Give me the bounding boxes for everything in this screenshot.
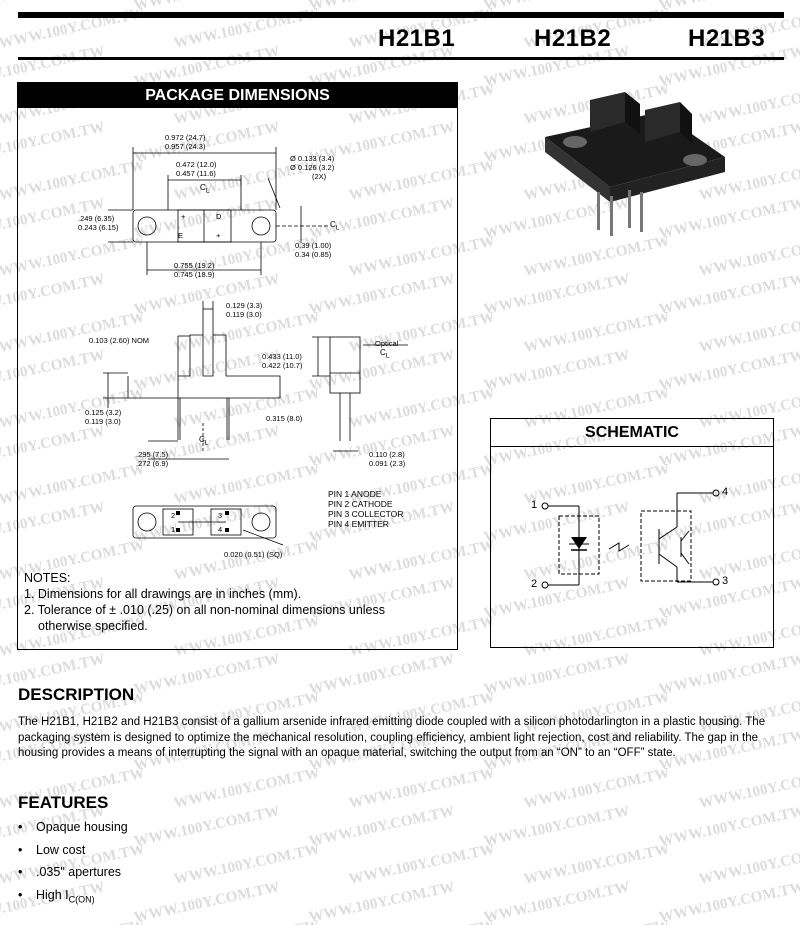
watermark-text: WWW.100Y.COM.TW — [173, 765, 322, 812]
feature-item: Opaque housing — [18, 820, 128, 843]
dim-inner-length: 0.472 (12.0) 0.457 (11.6) — [176, 160, 217, 178]
feature-item: Low cost — [18, 843, 128, 866]
watermark-text: WWW.100Y.COM.TW — [483, 651, 632, 698]
watermark-text: WWW.100Y.COM.TW — [523, 309, 672, 356]
pin-label-2: 2 — [171, 511, 176, 520]
schematic-pin-1: 1 — [531, 499, 538, 511]
part-number-3: H21B3 — [688, 25, 766, 52]
feature-item: High IC(ON) — [18, 888, 128, 911]
centerline-mark-top: CL — [200, 183, 210, 195]
watermark-text: WWW.100Y.COM.TW — [0, 917, 146, 925]
dim-height: 0.433 (11.0) 0.422 (10.7) — [262, 352, 303, 370]
notes-title: NOTES: — [24, 571, 71, 585]
note-2: 2. Tolerance of ± .010 (.25) on all non-… — [24, 603, 386, 617]
watermark-text: WWW.100Y.COM.TW — [308, 803, 457, 850]
pin-label-1: 1 — [171, 525, 176, 534]
schematic-pin-2: 2 — [531, 578, 538, 590]
centerline-mark-right: CL — [330, 220, 340, 232]
watermark-text: WWW.100Y.COM.TW — [698, 841, 800, 888]
description-text: The H21B1, H21B2 and H21B3 consist of a … — [18, 716, 766, 759]
watermark-text: WWW.100Y.COM.TW — [348, 765, 497, 812]
schematic-pin-3: 3 — [722, 575, 729, 587]
package-photo — [545, 92, 725, 236]
watermark-text: WWW.100Y.COM.TW — [658, 803, 800, 850]
label-plus-2: + — [216, 231, 221, 240]
dim-nominal: 0.103 (2.60) NOM — [89, 336, 150, 345]
watermark-text: WWW.100Y.COM.TW — [173, 841, 322, 888]
label-optical: Optical — [375, 339, 399, 348]
watermark-text: WWW.100Y.COM.TW — [523, 917, 672, 925]
label-d: D — [216, 212, 222, 221]
dim-lead-size: 0.020 (0.51) (SQ) — [224, 550, 283, 559]
dim-hole-spacing: 0.755 (19.2) 0.745 (18.9) — [174, 261, 215, 279]
watermark-text: WWW.100Y.COM.TW — [658, 651, 800, 698]
watermark-text: WWW.100Y.COM.TW — [483, 271, 632, 318]
dim-width: .249 (6.35) 0.243 (6.15) — [78, 214, 119, 232]
dim-overall-length: 0.972 (24.7) 0.957 (24.3) — [165, 133, 206, 151]
note-1: 1. Dimensions for all drawings are in in… — [24, 587, 302, 601]
watermark-text: WWW.100Y.COM.TW — [133, 651, 282, 698]
pin-label-4: 4 — [218, 525, 223, 534]
watermark-text: WWW.100Y.COM.TW — [348, 917, 497, 925]
watermark-text: WWW.100Y.COM.TW — [308, 879, 457, 925]
schematic-box: SCHEMATIC — [490, 418, 774, 648]
watermark-text: WWW.100Y.COM.TW — [658, 271, 800, 318]
dim-lead-length: 0.315 (8.0) — [266, 414, 303, 423]
watermark-text: WWW.100Y.COM.TW — [523, 841, 672, 888]
dim-lead-spacing: .295 (7.5) .272 (6.9) — [136, 450, 169, 468]
dim-base-height: 0.125 (3.2) 0.119 (3.0) — [85, 408, 122, 426]
watermark-text: WWW.100Y.COM.TW — [483, 879, 632, 925]
schematic-pin-4: 4 — [722, 486, 729, 498]
package-dimensions-title: PACKAGE DIMENSIONS — [18, 83, 457, 108]
pin-label-3: 3 — [218, 511, 223, 520]
dim-slot-width: 0.129 (3.3) 0.119 (3.0) — [226, 301, 263, 319]
features-heading: FEATURES — [18, 793, 109, 812]
watermark-text: WWW.100Y.COM.TW — [173, 917, 322, 925]
dimension-drawing — [103, 147, 408, 546]
watermark-text: WWW.100Y.COM.TW — [698, 917, 800, 925]
centerline-mark-side: CL — [199, 435, 209, 447]
note-2-cont: otherwise specified. — [38, 619, 148, 633]
feature-item: .035" apertures — [18, 865, 128, 888]
watermark-text: WWW.100Y.COM.TW — [483, 803, 632, 850]
description-heading: DESCRIPTION — [18, 685, 135, 704]
pin-legend: PIN 1 ANODE PIN 2 CATHODE PIN 3 COLLECTO… — [328, 489, 404, 529]
dim-centerline: 0.39 (1.00) 0.34 (0.85) — [295, 241, 332, 259]
watermark-text: WWW.100Y.COM.TW — [348, 841, 497, 888]
watermark-text: WWW.100Y.COM.TW — [133, 879, 282, 925]
package-dimensions-box: PACKAGE DIMENSIONS — [17, 82, 458, 650]
notes: NOTES: 1. Dimensions for all drawings ar… — [24, 570, 385, 634]
schematic-title: SCHEMATIC — [491, 419, 773, 447]
dim-lead-pitch: 0.110 (2.8) 0.091 (2.3) — [369, 450, 406, 468]
watermark-text: WWW.100Y.COM.TW — [523, 765, 672, 812]
label-plus-1: + — [181, 212, 186, 221]
watermark-text: WWW.100Y.COM.TW — [308, 651, 457, 698]
watermark-text: WWW.100Y.COM.TW — [658, 347, 800, 394]
features-list: Opaque housing Low cost .035" apertures … — [18, 820, 128, 910]
watermark-text: WWW.100Y.COM.TW — [483, 347, 632, 394]
part-number-1: H21B1 — [378, 25, 456, 52]
watermark-text: WWW.100Y.COM.TW — [698, 765, 800, 812]
watermark-text: WWW.100Y.COM.TW — [698, 309, 800, 356]
centerline-mark-optical: CL — [380, 348, 390, 360]
dim-hole-diameter: Ø 0.133 (3.4) Ø 0.126 (3.2) (2X) — [290, 154, 335, 181]
part-number-2: H21B2 — [534, 25, 612, 52]
header-second-rule — [18, 57, 784, 60]
watermark-text: WWW.100Y.COM.TW — [133, 803, 282, 850]
label-e: E — [178, 231, 184, 240]
schematic-diagram — [541, 489, 720, 589]
header-top-rule — [18, 12, 784, 18]
watermark-text: WWW.100Y.COM.TW — [658, 879, 800, 925]
